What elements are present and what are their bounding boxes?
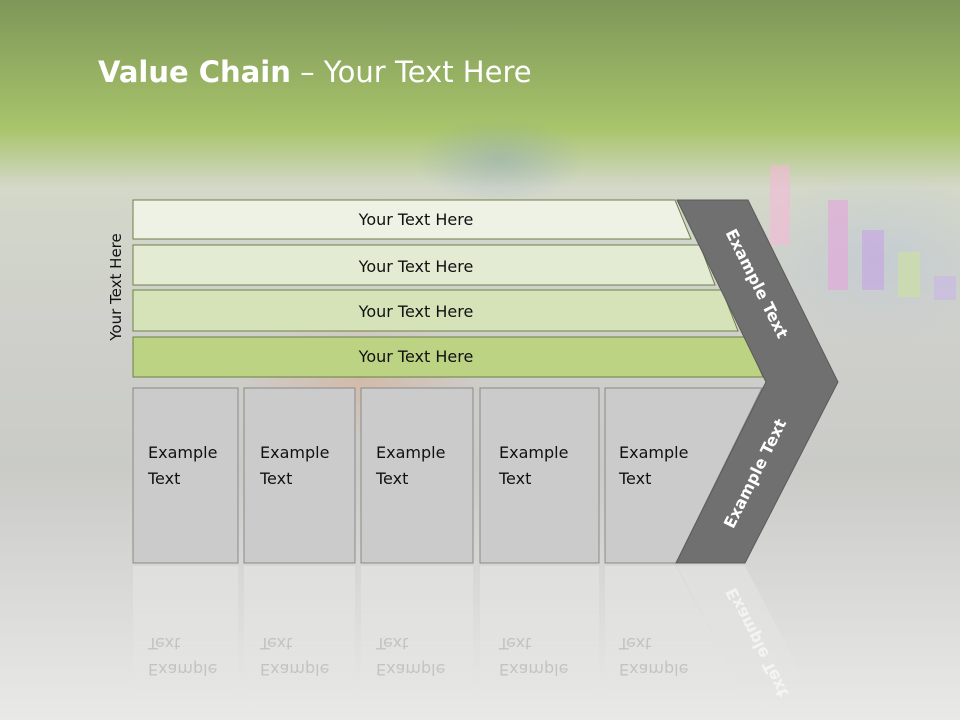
reflection-group — [133, 566, 810, 696]
column-reflection-3-line1: Example — [376, 660, 446, 679]
column-reflection-1: Example Text — [148, 630, 217, 682]
chevron-reflection — [677, 566, 810, 690]
column-label-1-line2: Text — [148, 469, 181, 488]
bg-chart-bar — [934, 276, 956, 300]
column-label-1-line1: Example — [148, 443, 218, 462]
column-reflection-3: Example Text — [376, 630, 445, 682]
box-reflection — [605, 566, 745, 696]
bg-chart-bar — [828, 200, 848, 290]
bg-chart-bar — [862, 230, 884, 290]
column-label-5-line2: Text — [619, 469, 652, 488]
column-box-1 — [132, 387, 239, 564]
column-reflection-2: Example Text — [260, 630, 329, 682]
title-bold: Value Chain — [98, 55, 291, 89]
column-label-2-line2: Text — [260, 469, 293, 488]
column-reflection-5: Example Text — [619, 630, 688, 682]
column-label-5-line1: Example — [619, 443, 689, 462]
column-label-3-line2: Text — [376, 469, 409, 488]
column-reflection-1-line1: Example — [148, 660, 218, 679]
page-title: Value Chain – Your Text Here — [98, 55, 532, 89]
column-reflection-1-line2: Text — [148, 634, 181, 653]
column-reflection-5-line1: Example — [619, 660, 689, 679]
column-reflection-5-line2: Text — [619, 634, 652, 653]
column-label-2-line1: Example — [260, 443, 330, 462]
column-reflection-3-line2: Text — [376, 634, 409, 653]
column-reflection-4-line1: Example — [499, 660, 569, 679]
chevron-arrow — [675, 199, 839, 564]
bg-chart-bar — [898, 252, 920, 297]
column-label-4-line1: Example — [499, 443, 569, 462]
box-reflection — [133, 566, 238, 696]
row-label-1: Your Text Here — [358, 210, 474, 229]
bg-chart-bar — [770, 165, 790, 245]
row-label-2: Your Text Here — [358, 257, 474, 276]
row-label-3: Your Text Here — [358, 302, 474, 321]
title-rest: – Your Text Here — [290, 55, 532, 89]
column-box-3 — [360, 387, 474, 564]
column-reflection-2-line2: Text — [260, 634, 293, 653]
box-reflection — [480, 566, 599, 696]
column-reflection-4-line2: Text — [499, 634, 532, 653]
row-shape-2 — [132, 244, 716, 286]
row-shape-3 — [132, 289, 739, 332]
row-shape-1 — [132, 199, 692, 240]
column-label-4-line2: Text — [499, 469, 532, 488]
column-box-4 — [479, 387, 600, 564]
box-reflection — [244, 566, 355, 696]
column-reflection-4: Example Text — [499, 630, 568, 682]
column-reflection-2-line1: Example — [260, 660, 330, 679]
column-box-2 — [243, 387, 356, 564]
box-reflection — [361, 566, 473, 696]
row-label-4: Your Text Here — [358, 347, 474, 366]
column-label-3-line1: Example — [376, 443, 446, 462]
